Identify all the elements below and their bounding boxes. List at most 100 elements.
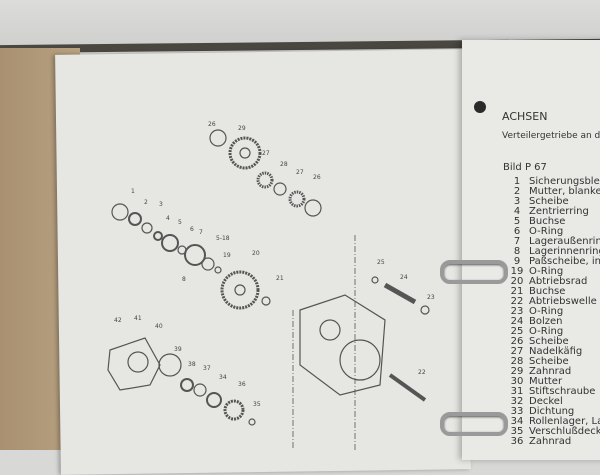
callout: 5-18	[216, 235, 230, 242]
bushing-part	[261, 296, 271, 306]
part-number: 35	[510, 426, 524, 437]
bearing-part	[206, 392, 222, 408]
part-number: 9	[513, 256, 521, 267]
part-3	[141, 222, 153, 234]
parts-list-item: 25 O-Ring	[505, 327, 600, 337]
part-number: 21	[510, 286, 524, 297]
callout: 19	[223, 252, 231, 259]
plug-part	[248, 418, 256, 426]
callout: 26	[313, 174, 321, 181]
part-name: Buchse	[529, 216, 566, 227]
figure-reference: Bild P 67	[503, 162, 547, 173]
part-name: Scheibe	[529, 196, 569, 207]
part-number: 25	[510, 326, 524, 337]
parts-list-item: 23 O-Ring	[505, 307, 600, 317]
part-number: 5	[513, 216, 521, 227]
part-name: Lagerinnenring }	[529, 246, 600, 257]
binder-ring	[440, 260, 508, 284]
part-number: 3	[513, 196, 521, 207]
part-name: O-Ring	[529, 326, 564, 337]
part-number: 33	[510, 406, 524, 417]
output-gear	[220, 270, 260, 310]
parts-list-item: 35 Verschlußdeckel	[505, 427, 600, 437]
part-5	[161, 234, 179, 252]
punch-hole	[474, 101, 486, 113]
part-number: 34	[510, 416, 524, 427]
o-ring-part	[420, 305, 430, 315]
parts-list-item: 2 Mutter, blanke Seite	[505, 187, 600, 197]
callout: 42	[114, 317, 122, 324]
diagram-callouts: 26 29 27 28 27 26 1 2 3 4 5 6 7 5-18 19 …	[114, 121, 435, 408]
parts-list-item: 33 Dichtung	[505, 407, 600, 417]
part-number: 1	[513, 176, 521, 187]
part-name: Scheibe	[529, 356, 569, 367]
part-name: O-Ring	[529, 306, 564, 317]
cover-part	[107, 337, 161, 391]
parts-list-item: 8 Lagerinnenring }	[505, 247, 600, 257]
callout: 24	[400, 274, 408, 281]
gear-part	[228, 136, 262, 170]
part-number: 29	[510, 366, 524, 377]
parts-list-item: 5 Buchse	[505, 217, 600, 227]
housing-bore	[339, 339, 381, 381]
part-name: Mutter, blanke Seite	[529, 186, 600, 197]
callout: 35	[253, 401, 261, 408]
part-2	[128, 212, 142, 226]
callout: 4	[166, 215, 170, 222]
needle-cage-part	[288, 190, 306, 208]
part-name: Buchse	[529, 286, 566, 297]
binder-ring	[440, 412, 508, 436]
part-number: 8	[513, 246, 521, 257]
part-4	[153, 231, 163, 241]
part-number: 22	[510, 296, 524, 307]
parts-list-item: 9 Paßscheibe, in ver	[505, 257, 600, 267]
part-number: 2	[513, 186, 521, 197]
part-number: 19	[510, 266, 524, 277]
callout: 38	[188, 361, 196, 368]
exploded-parts-diagram: 26 29 27 28 27 26 1 2 3 4 5 6 7 5-18 19 …	[107, 121, 435, 450]
callout: 37	[203, 365, 211, 372]
callout: 23	[427, 294, 435, 301]
washer-part	[209, 129, 227, 147]
part-1	[111, 203, 129, 221]
callout: 8	[182, 276, 186, 283]
part-37	[193, 383, 207, 397]
gasket-part	[158, 353, 182, 377]
callout: 22	[418, 369, 426, 376]
housing-bore	[319, 319, 341, 341]
part-number: 31	[510, 386, 524, 397]
part-number: 20	[510, 276, 524, 287]
part-name: Abtriebswelle	[529, 296, 597, 307]
part-name: Paßscheibe, in ver	[529, 256, 600, 267]
cover-bore	[127, 351, 149, 373]
output-shaft	[388, 373, 427, 402]
part-name: Zahnrad	[529, 366, 572, 377]
part-number: 27	[510, 346, 524, 357]
gearbox-housing	[299, 294, 386, 396]
shim-part	[201, 257, 215, 271]
part-name: Dichtung	[529, 406, 575, 417]
parts-list-item: 1Sicherungsblech	[505, 177, 600, 187]
part-number: 30	[510, 376, 524, 387]
callout: 34	[219, 374, 227, 381]
part-name: Bolzen	[529, 316, 563, 327]
callout: 40	[155, 323, 163, 330]
callout: 27	[262, 150, 270, 157]
part-number: 23	[510, 306, 524, 317]
washer-part	[304, 199, 322, 217]
parts-list-item: 21 Buchse	[505, 287, 600, 297]
part-name: Verschlußdeckel	[529, 426, 600, 437]
part-name: Deckel	[529, 396, 563, 407]
callout: 27	[296, 169, 304, 176]
part-name: O-Ring	[529, 226, 564, 237]
callout: 1	[131, 188, 135, 195]
